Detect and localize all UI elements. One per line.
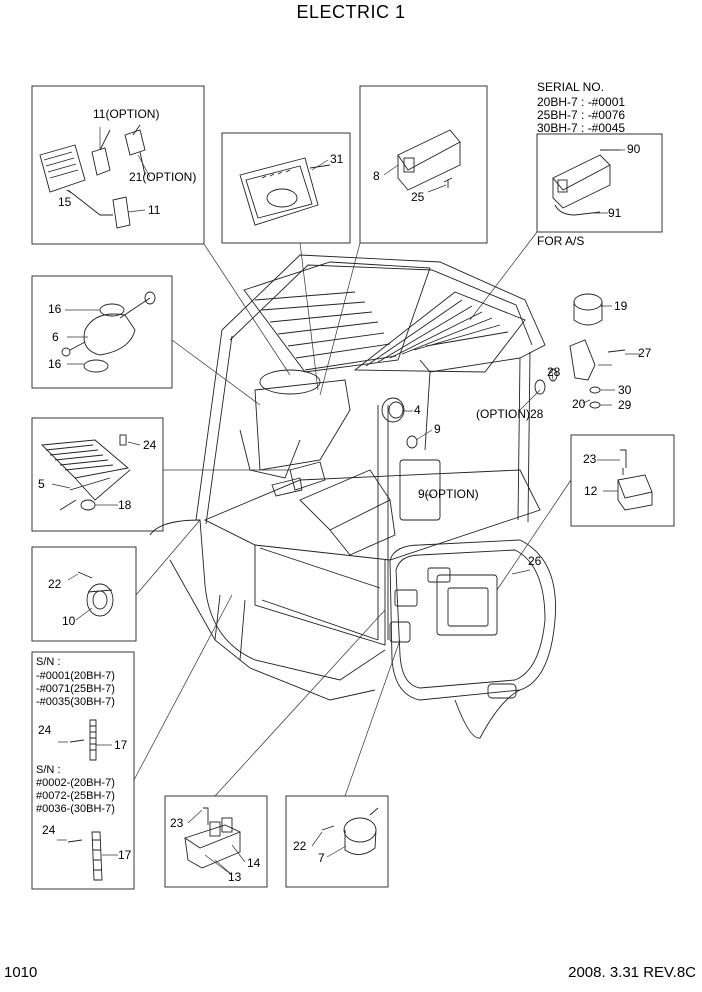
callout-11-option: 11(OPTION)	[93, 107, 160, 121]
callout-27: 27	[638, 346, 652, 360]
leader-lines	[51, 127, 640, 876]
page-title: ELECTRIC 1	[296, 2, 406, 22]
sn-b3: #0036-(30BH-7)	[36, 803, 115, 815]
sn-b2: #0072-(25BH-7)	[36, 790, 115, 802]
callout-10: 10	[62, 614, 76, 628]
callout-6: 6	[52, 330, 59, 344]
detail-box-serial-unit	[536, 133, 663, 233]
detail-box-dashboard	[221, 132, 351, 244]
detail-box-relay	[570, 434, 675, 527]
callout-24-strap-b: 24	[42, 823, 56, 837]
callout-24-strap-a: 24	[38, 723, 52, 737]
alarm-unit	[321, 807, 379, 855]
relay-unit	[617, 449, 653, 511]
callout-4: 4	[414, 403, 421, 417]
revision-label: 2008. 3.31 REV.8C	[568, 964, 696, 981]
callout-91: 91	[608, 206, 622, 220]
sn-a1: -#0001(20BH-7)	[36, 670, 115, 682]
accelerator-pedal	[41, 434, 131, 511]
callout-16-bottom: 16	[48, 357, 62, 371]
forklift-body	[149, 254, 558, 739]
warning-lamp	[569, 293, 626, 409]
detail-box-alarm	[285, 795, 389, 888]
callout-22-alarm: 22	[293, 839, 307, 853]
serial-line-3: 30BH-7 : -#0045	[537, 121, 626, 135]
dashboard-display	[239, 157, 331, 226]
callout-13: 13	[228, 870, 242, 884]
detail-box-pedal	[31, 417, 164, 532]
callout-7: 7	[318, 851, 325, 865]
callout-23-fuse: 23	[170, 816, 184, 830]
serial-heading: SERIAL NO.	[537, 80, 604, 94]
callout-17-b: 17	[118, 848, 132, 862]
callout-18: 18	[118, 498, 132, 512]
callout-12: 12	[584, 484, 598, 498]
callout-17-a: 17	[114, 738, 128, 752]
sn-b1: #0002-(20BH-7)	[36, 777, 115, 789]
callout-28: 28	[547, 365, 561, 379]
callout-30: 30	[618, 383, 632, 397]
sn-a2: -#0071(25BH-7)	[36, 683, 115, 695]
callout-19: 19	[614, 299, 628, 313]
page-number: 1010	[4, 964, 38, 981]
callout-31: 31	[330, 152, 344, 166]
callout-15: 15	[58, 195, 72, 209]
sn-a3: -#0035(30BH-7)	[36, 696, 115, 708]
callout-21-option: 21(OPTION)	[129, 170, 197, 184]
callout-28-option: (OPTION)28	[476, 407, 544, 421]
serial-footer: FOR A/S	[537, 234, 585, 248]
callout-8: 8	[373, 169, 380, 183]
callout-14: 14	[247, 856, 261, 870]
switch-panel	[39, 124, 146, 229]
controller-unit	[397, 129, 461, 191]
detail-box-switches	[31, 85, 205, 245]
fuse-block	[183, 807, 242, 869]
callout-24-pedal: 24	[143, 438, 157, 452]
callout-26: 26	[528, 554, 542, 568]
lever-assembly	[61, 291, 156, 373]
callout-16-top: 16	[48, 302, 62, 316]
detail-box-lever	[31, 275, 173, 389]
callout-9-option: 9(OPTION)	[418, 487, 479, 501]
ground-strap	[67, 719, 103, 881]
serial-line-2: 25BH-7 : -#0076	[537, 108, 626, 122]
callout-29: 29	[618, 398, 632, 412]
sn-heading-2: S/N :	[36, 764, 61, 776]
detail-box-fuse	[164, 795, 268, 888]
callout-25: 25	[411, 190, 425, 204]
callout-90: 90	[627, 142, 641, 156]
detail-box-controller	[359, 85, 488, 244]
callout-9: 9	[434, 422, 441, 436]
serial-line-1: 20BH-7 : -#0001	[537, 95, 626, 109]
callout-23-relay: 23	[583, 452, 597, 466]
detail-box-horn	[31, 546, 137, 642]
callout-20: 20	[572, 397, 586, 411]
detail-box-strap	[31, 651, 135, 890]
sn-heading-1: S/N :	[36, 656, 61, 668]
callout-22-horn: 22	[48, 577, 62, 591]
callout-11: 11	[148, 203, 161, 217]
callout-5: 5	[38, 477, 45, 491]
horn	[77, 571, 114, 617]
